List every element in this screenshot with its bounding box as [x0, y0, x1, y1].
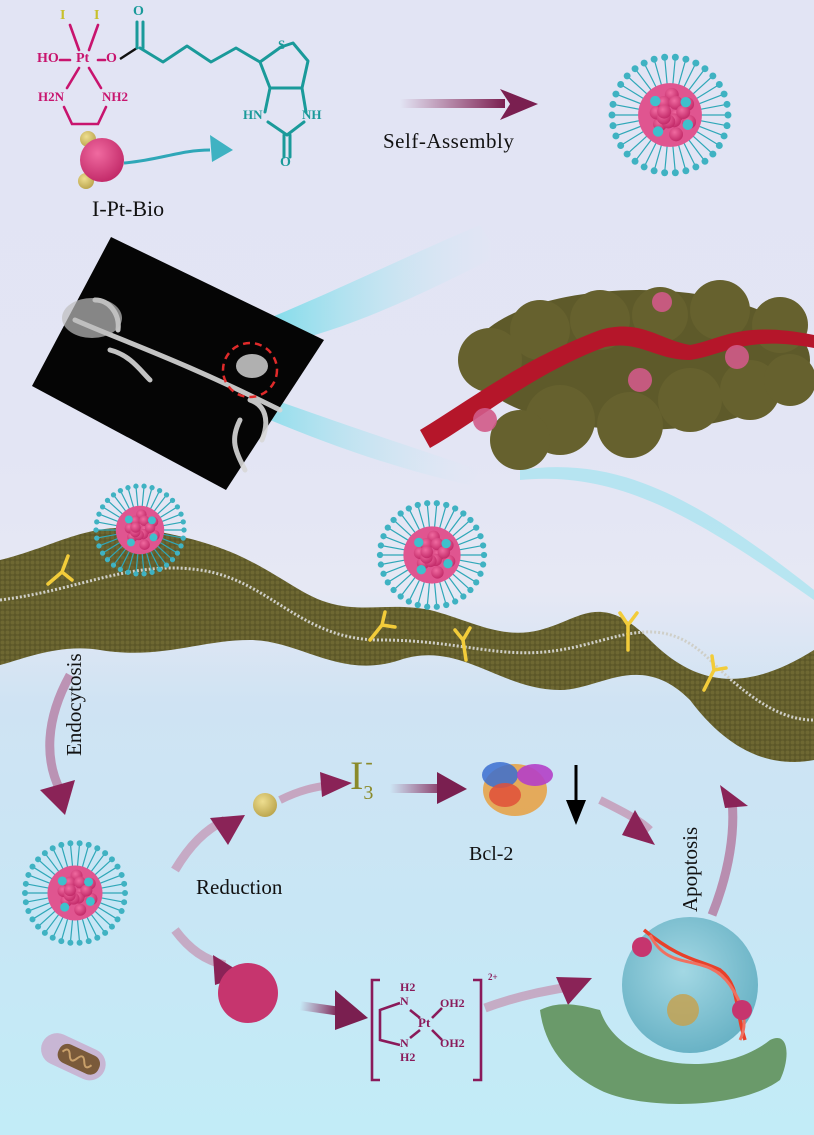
endocytosis-label: Endocytosis: [62, 653, 86, 756]
cell-membrane: [0, 527, 814, 762]
aqua-n-top: N: [400, 994, 409, 1008]
micelle-nanoparticle: [376, 500, 488, 610]
downregulation-arrow: [566, 765, 586, 825]
ct-mouse-image: [32, 237, 324, 490]
micelle-nanoparticle: [22, 840, 128, 946]
aqua-n-bottom-h: H2: [400, 1050, 416, 1064]
micelle-nanoparticle: [608, 53, 732, 177]
imaging-beam: [270, 225, 814, 600]
iodide-particle: [253, 793, 277, 817]
sulfur-label: S: [278, 37, 286, 52]
aqua-n-top-h: H2: [400, 980, 416, 994]
amine-right-label: NH2: [102, 89, 128, 104]
pt-complex-structure: [58, 23, 108, 126]
triiodide-superscript: -: [365, 749, 373, 774]
pt-particle: [218, 963, 278, 1023]
endoplasmic-reticulum: [540, 1004, 787, 1104]
urea-oxygen-label: O: [280, 155, 291, 170]
nh-left-label: HN: [243, 107, 263, 122]
ester-oxygen-label: O: [106, 51, 117, 66]
iodine-atom-1: I: [60, 8, 66, 23]
reduction-label: Reduction: [196, 875, 283, 899]
ester-bond: [119, 46, 138, 61]
endocytosis-arrow: [40, 672, 75, 815]
prodrug-unit-icon: [78, 131, 233, 189]
to-apoptosis-arrow: [598, 796, 655, 845]
mitochondrion-icon: [41, 1033, 106, 1081]
self-assembly-arrow: [400, 89, 538, 120]
amine-left-label: H2N: [38, 89, 64, 104]
receptors: [46, 554, 728, 692]
tumor-highlight-circle: [221, 341, 279, 399]
triiodide-subscript: 3: [363, 782, 374, 804]
carbonyl-oxygen-label: O: [133, 4, 144, 19]
triiodide-symbol: I: [350, 753, 364, 798]
to-bcl2-arrow: [390, 772, 467, 804]
bcl2-protein-icon: [482, 762, 553, 816]
platinum-label: Pt: [76, 51, 90, 66]
triiodide-label: I3 -: [350, 749, 381, 804]
apoptosis-label: Apoptosis: [678, 826, 702, 912]
to-aqua-complex-arrow: [299, 990, 368, 1030]
micelle-nanoparticle: [93, 483, 187, 577]
biotin-structure: [135, 20, 310, 159]
iodine-atom-2: I: [94, 8, 100, 23]
apoptosis-arrow: [707, 785, 748, 917]
aqua-complex-structure: [370, 978, 483, 1082]
nucleus-illustration: [540, 917, 787, 1104]
hydroxo-label: HO: [37, 51, 59, 66]
aqua-complex-charge: 2+: [488, 972, 498, 982]
compound-name: I-Pt-Bio: [92, 196, 165, 221]
nh-right-label: NH: [302, 107, 322, 122]
to-nucleus-arrow: [483, 977, 592, 1013]
blood-vessel: [420, 326, 814, 448]
aqua-platinum: Pt: [418, 1015, 431, 1030]
aqua-ligand-top: OH2: [440, 996, 465, 1010]
reduction-arrows: [171, 815, 245, 985]
bcl2-label: Bcl-2: [469, 843, 514, 865]
self-assembly-label: Self-Assembly: [383, 129, 515, 153]
aqua-n-bottom: N: [400, 1036, 409, 1050]
to-triiodide-arrow: [278, 772, 352, 804]
tumor-tissue: [420, 280, 814, 470]
aqua-ligand-bottom: OH2: [440, 1036, 465, 1050]
